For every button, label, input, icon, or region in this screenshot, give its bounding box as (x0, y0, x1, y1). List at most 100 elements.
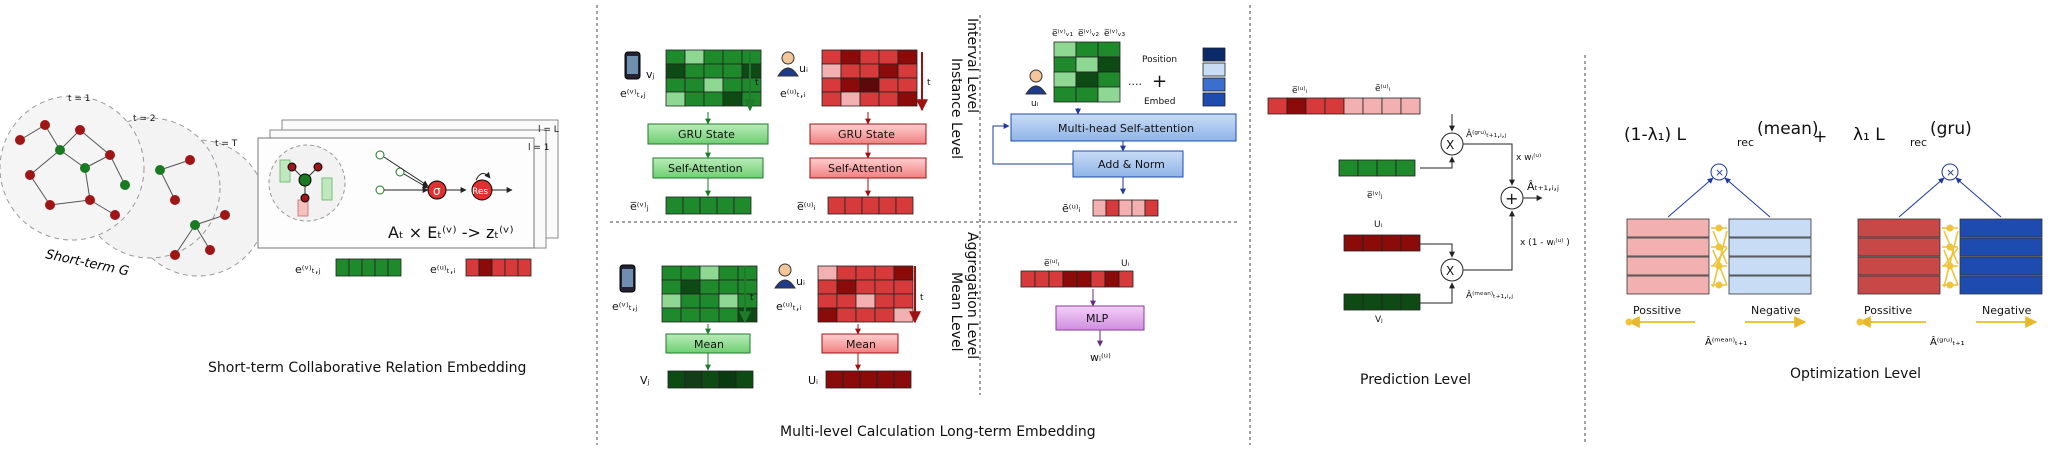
arrow-negative (1724, 177, 1771, 218)
grid-cell (893, 279, 914, 295)
grid-cell (1075, 71, 1099, 88)
grid-cell (741, 63, 762, 79)
time-label-item-mean: t (750, 293, 754, 303)
opt-a-gru-label: Â⁽ᵍʳᵘ⁾ₜ₊₁ (1930, 335, 1965, 348)
grid-cell (893, 293, 914, 309)
layer-label-1: l = 1 (528, 143, 550, 153)
pred-item-bar (1338, 159, 1416, 177)
formula: Aₜ × Eₜ⁽ᵛ⁾ -> zₜ⁽ᵛ⁾ (388, 223, 514, 242)
bar-cell (1118, 199, 1133, 217)
bar-cell (1048, 270, 1064, 288)
item-seq-label-mean: e⁽ᵛ⁾ₜ,ⱼ (612, 300, 637, 313)
positive-cell (1626, 256, 1710, 276)
user-sequence-grid (821, 49, 918, 107)
pos-cell (1202, 92, 1226, 107)
mlp-input-bar (1020, 270, 1134, 288)
grid-cell (665, 63, 686, 79)
grid-cell (1075, 41, 1099, 58)
loss-mean-sub: rec (1737, 136, 1754, 149)
mean-level-label: Mean Level (948, 272, 964, 352)
att-in-2: e̅⁽ᵛ⁾ᵥ₂ (1078, 29, 1099, 39)
graph-nodes (15, 120, 230, 260)
grid-cell (897, 49, 918, 65)
grid-cell (1053, 41, 1077, 58)
mlp-out-label: wᵢ⁽ᵘ⁾ (1090, 351, 1111, 364)
grid-cell (661, 265, 682, 281)
user-node-label: uᵢ (799, 62, 808, 75)
bar-cell (682, 196, 701, 215)
grid-cell (836, 307, 857, 323)
negative-cell (1728, 237, 1812, 257)
bar-cell (1343, 97, 1364, 115)
weight-label: x wᵢ⁽ᵘ⁾ (1516, 153, 1541, 163)
grid-cell (878, 49, 899, 65)
att-out-label: ẽ⁽ᵘ⁾ᵢ (1062, 202, 1081, 215)
bar-cell (387, 258, 402, 277)
multiply-icon-label: × (1946, 166, 1955, 179)
grid-cell (699, 265, 720, 281)
grid-cell (718, 293, 739, 309)
grid-cell (855, 293, 876, 309)
a-mean-label: Â⁽ᵐᵉᵃⁿ⁾ₜ₊₁,ᵢ,ⱼ (1466, 289, 1513, 301)
mean-user-label: Mean (846, 338, 876, 351)
plus-label: + (1152, 71, 1167, 92)
grid-cell (897, 91, 918, 107)
bar-cell (1286, 97, 1307, 115)
grid-cell (836, 293, 857, 309)
grid-cell (1097, 86, 1121, 103)
mhsa-box (1010, 113, 1237, 142)
bar-cell (667, 370, 686, 389)
item-out-bar (665, 196, 752, 215)
bar-cell (1338, 159, 1359, 177)
multiply-label-gru: X (1446, 138, 1454, 152)
bar-cell (1357, 159, 1378, 177)
grid-cell (661, 279, 682, 295)
mlp-in-left-label: e̅⁽ᵘ⁾ᵢ (1044, 259, 1060, 269)
grid-cell (836, 265, 857, 281)
bar-cell (374, 258, 389, 277)
grid-cell (817, 279, 838, 295)
multiply-label-mean: X (1446, 264, 1454, 278)
caption-multi-level: Multi-level Calculation Long-term Embedd… (780, 424, 1096, 440)
vj-label: Vⱼ (640, 374, 650, 387)
positive-label: Possitive (1633, 304, 1681, 317)
grid-cell (859, 77, 880, 93)
bar-cell (844, 196, 863, 215)
connector-cross (1943, 249, 1959, 286)
gru-state-user-label: GRU State (838, 128, 895, 141)
connector-cross (1712, 249, 1728, 286)
bar-cell (895, 196, 914, 215)
bar-cell (1034, 270, 1050, 288)
grid-cell (722, 63, 743, 79)
positive-label: Possitive (1864, 304, 1912, 317)
user-seq-label: e⁽ᵘ⁾ₜ,ᵢ (780, 87, 805, 100)
snapshot-t1 (0, 95, 145, 241)
grid-cell (855, 265, 876, 281)
grid-cell (737, 293, 758, 309)
grid-cell (718, 279, 739, 295)
bar-cell (1381, 97, 1402, 115)
bar-cell (1376, 159, 1397, 177)
loss-plus: + (1813, 127, 1827, 147)
negative-cell (1959, 256, 2043, 276)
grid-cell (684, 49, 705, 65)
attention-input-grid (1053, 41, 1121, 103)
bar-cell (1324, 97, 1345, 115)
short-term-section: t = 1 t = 2 t = T Short-term (0, 94, 559, 376)
user-node-label-mean: uᵢ (796, 275, 805, 288)
emb-item-bar (335, 258, 402, 277)
bar-cell (842, 370, 861, 389)
bar-cell (1267, 97, 1288, 115)
grid-cell (817, 293, 838, 309)
grid-cell (737, 279, 758, 295)
negative-cell (1959, 275, 2043, 295)
connector-cross (1943, 230, 1959, 265)
graph-label: Short-term G (44, 247, 130, 279)
grid-cell (855, 279, 876, 295)
one-minus-weight-label: x (1 - wᵢ⁽ᵘ⁾ ) (1520, 238, 1570, 248)
grid-cell (665, 91, 686, 107)
grid-cell (893, 265, 914, 281)
time-label-user: t (927, 78, 931, 88)
bar-cell (1381, 293, 1402, 311)
